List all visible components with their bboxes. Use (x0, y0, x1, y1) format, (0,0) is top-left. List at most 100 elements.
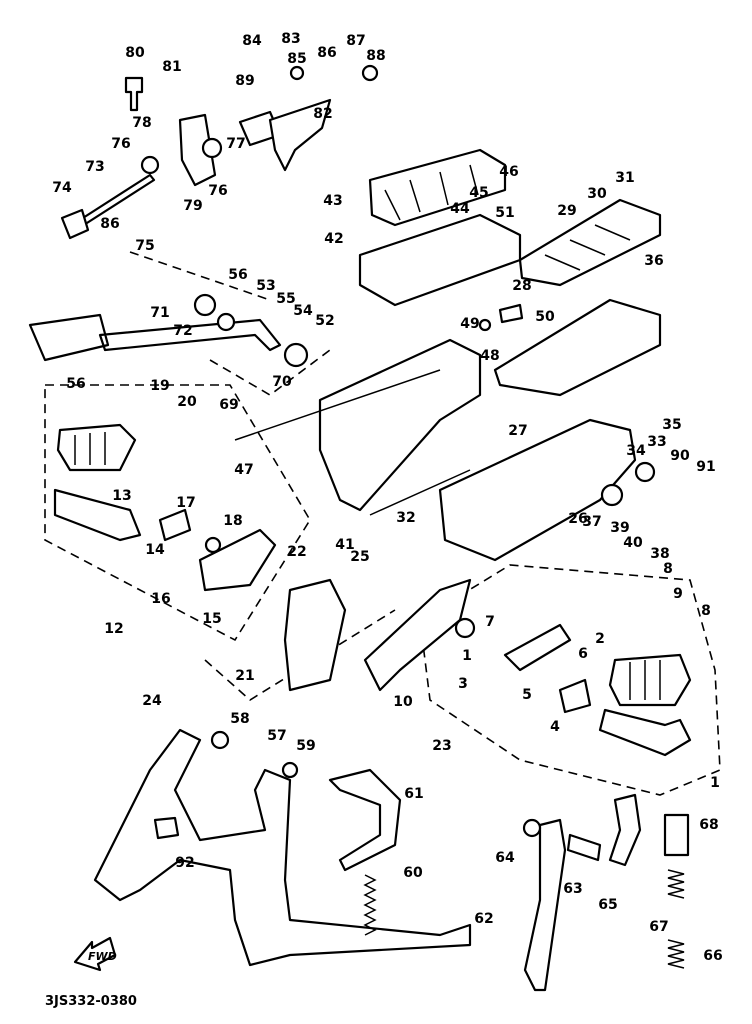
bolt-80-part (124, 76, 144, 112)
callout-57: 57 (267, 728, 286, 744)
callout-62: 62 (474, 911, 493, 927)
callout-37: 37 (582, 514, 601, 530)
callout-88: 88 (366, 48, 385, 64)
callout-36: 36 (644, 253, 663, 269)
bracket-26-part (438, 418, 637, 562)
callout-85: 85 (287, 51, 306, 67)
callout-72: 72 (173, 323, 192, 339)
washer-72-part (216, 312, 236, 332)
group-21-outline (204, 609, 396, 701)
brake-pedal-part (28, 313, 282, 362)
callout-61: 61 (404, 786, 423, 802)
callout-67: 67 (649, 919, 668, 935)
callout-81: 81 (162, 59, 181, 75)
callout-82: 82 (313, 106, 332, 122)
callout-58: 58 (230, 711, 249, 727)
callout-18: 18 (223, 513, 242, 529)
callout-12: 12 (104, 621, 123, 637)
callout-39: 39 (610, 520, 629, 536)
lever-82-part (268, 98, 332, 172)
drawing-code: 3JS332-0380 (45, 994, 137, 1009)
callout-26: 26 (568, 511, 587, 527)
callout-27: 27 (508, 423, 527, 439)
callout-24: 24 (142, 693, 162, 709)
callout-16: 16 (151, 591, 170, 607)
bushing-71-part (193, 293, 217, 317)
callout-54: 54 (293, 303, 313, 319)
fwd-arrow-icon: FWD (73, 936, 117, 972)
callout-55: 55 (276, 291, 295, 307)
callout-14: 14 (145, 542, 165, 558)
rubber-ribs-28 (544, 224, 631, 271)
clevis-part (60, 208, 90, 240)
callout-60: 60 (403, 865, 423, 881)
callout-34: 34 (626, 443, 646, 459)
brake-arm-part (178, 113, 217, 187)
bracket-41-part (318, 338, 482, 512)
callout-13: 13 (112, 488, 131, 504)
group-1-outline (419, 564, 721, 796)
side-stand-62-part (523, 818, 567, 992)
callout-35: 35 (662, 417, 681, 433)
callout-53: 53 (256, 278, 275, 294)
main-stand-57-part (93, 728, 472, 967)
plate-17-part (158, 508, 192, 542)
footrest-2-part (608, 653, 692, 707)
callout-2: 2 (595, 631, 605, 647)
bracket-21-part (283, 578, 347, 692)
callout-56: 56 (228, 267, 247, 283)
callout-44: 44 (450, 201, 470, 217)
callout-73: 73 (85, 159, 104, 175)
callout-1: 1 (710, 775, 720, 791)
bracket-14-part (198, 528, 277, 592)
callout-6: 6 (578, 646, 588, 662)
footboard-bracket-42-part (358, 213, 522, 307)
group-69-outline (129, 251, 331, 396)
footrest-2-ribs (629, 660, 661, 700)
bushing-18-part (204, 536, 222, 554)
callout-74: 74 (52, 180, 72, 196)
rubber-ribs (384, 164, 479, 221)
spring-60-part (363, 874, 377, 936)
callout-1: 1 (462, 648, 472, 664)
linkage-part (503, 623, 572, 672)
callout-91: 91 (696, 459, 715, 475)
footrest-13-ribs (74, 432, 106, 465)
callout-68: 68 (699, 817, 718, 833)
callout-66: 66 (703, 948, 722, 964)
callout-3: 3 (458, 676, 468, 692)
callout-75: 75 (135, 238, 154, 254)
callout-64: 64 (495, 850, 515, 866)
callout-23: 23 (432, 738, 451, 754)
collar-37-part (600, 483, 624, 507)
callout-40: 40 (623, 535, 643, 551)
callout-15: 15 (202, 611, 221, 627)
callout-47: 47 (234, 462, 253, 478)
callout-29: 29 (557, 203, 576, 219)
washer-85-part (289, 65, 305, 81)
callout-43: 43 (323, 193, 342, 209)
callout-76: 76 (111, 136, 130, 152)
spring-67-part (667, 869, 685, 899)
callout-76: 76 (208, 183, 227, 199)
callout-77: 77 (226, 136, 245, 152)
callout-8: 8 (701, 603, 711, 619)
callout-21: 21 (235, 668, 254, 684)
callout-20: 20 (177, 394, 197, 410)
callout-33: 33 (647, 434, 666, 450)
rod-47-part (234, 369, 441, 441)
callout-56: 56 (66, 376, 85, 392)
callout-45: 45 (469, 185, 488, 201)
callout-87: 87 (346, 33, 365, 49)
callout-19: 19 (150, 378, 169, 394)
callout-31: 31 (615, 170, 634, 186)
callout-59: 59 (296, 738, 315, 754)
callout-90: 90 (670, 448, 690, 464)
callout-7: 7 (485, 614, 495, 630)
plate-65-part (608, 793, 642, 867)
group-12-outline (44, 384, 311, 642)
bushing-70-part (283, 342, 309, 368)
callout-84: 84 (242, 33, 262, 49)
bracket-61-part (328, 768, 402, 872)
